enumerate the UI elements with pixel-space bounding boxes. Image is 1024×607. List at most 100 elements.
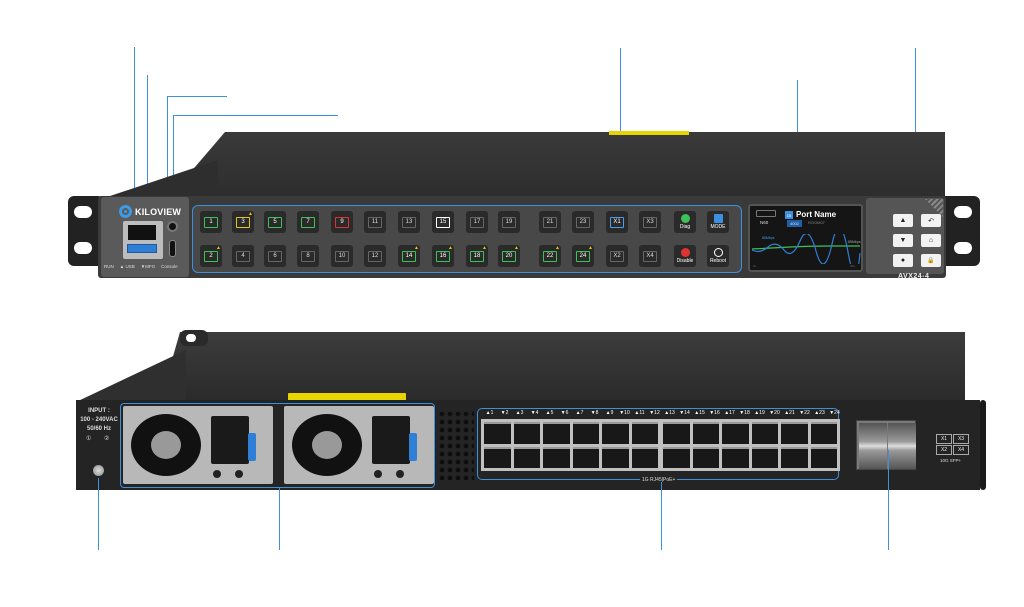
mgmt-rj45-port[interactable]	[128, 225, 156, 240]
port-badge: 15	[785, 211, 793, 219]
port-button-X1[interactable]: X1	[606, 211, 628, 233]
rj45-port[interactable]	[751, 422, 778, 444]
mode-button[interactable]: MODE	[707, 211, 729, 233]
input-voltage: 100 - 240VAC	[80, 417, 118, 423]
rj45-port[interactable]	[722, 446, 749, 468]
ok-button[interactable]: ●	[893, 254, 913, 267]
rj45-labels-left: ▲1▼2▲3▼4▲5▼6▲7▼8▲9▼10▲11▼12	[482, 410, 662, 416]
disable-button[interactable]: Disable	[674, 245, 696, 267]
warning-icon: ▲	[248, 211, 253, 217]
callout-line-controls	[915, 48, 916, 206]
port-label: 3	[236, 216, 250, 228]
rj45-port[interactable]	[692, 446, 719, 468]
psu-latch[interactable]	[409, 433, 417, 461]
rj45-port[interactable]	[602, 422, 629, 444]
rj45-port[interactable]	[692, 422, 719, 444]
up-button[interactable]: ▲	[893, 214, 913, 227]
warning-icon: ▲	[414, 245, 419, 251]
callout-line-rj45	[134, 47, 135, 227]
rj45-port[interactable]	[810, 446, 837, 468]
rj45-port-label: ▼12	[649, 410, 660, 416]
port-label: 21	[543, 216, 557, 228]
port-button-9[interactable]: 9	[331, 211, 353, 233]
diag-button[interactable]: Diag	[674, 211, 696, 233]
port-button-3[interactable]: 3▲	[232, 211, 254, 233]
reboot-label: Reboot	[709, 258, 727, 264]
rj45-port[interactable]	[781, 422, 808, 444]
rj45-port[interactable]	[663, 422, 690, 444]
port-label: 15	[436, 216, 450, 228]
port-button-10[interactable]: 10	[331, 245, 353, 267]
rj45-port-label: ▼4	[530, 410, 539, 416]
port-button-2[interactable]: 2▲	[200, 245, 222, 267]
home-button[interactable]: ⌂	[921, 234, 941, 247]
port-button-16[interactable]: 16▲	[432, 245, 454, 267]
rj45-port[interactable]	[543, 422, 570, 444]
port-button-18[interactable]: 18▲	[466, 245, 488, 267]
port-button-11[interactable]: 11	[364, 211, 386, 233]
sfp-slot[interactable]	[859, 423, 887, 469]
port-button-22[interactable]: 22▲	[539, 245, 561, 267]
port-button-19[interactable]: 19	[498, 211, 520, 233]
port-button-12[interactable]: 12	[364, 245, 386, 267]
lcd-tab-other: ROOM07	[808, 220, 825, 225]
usb-port[interactable]	[127, 244, 157, 253]
psu-2[interactable]	[284, 406, 434, 484]
lcd-max-label: 85Mbps	[848, 240, 861, 244]
rj45-port-label: ▲21	[784, 410, 795, 416]
port-button-X4[interactable]: X4	[639, 245, 661, 267]
port-button-13[interactable]: 13	[398, 211, 420, 233]
lock-button[interactable]: 🔒	[921, 254, 941, 267]
rj45-port[interactable]	[751, 446, 778, 468]
port-button-21[interactable]: 21	[539, 211, 561, 233]
input-frequency: 50/60 Hz	[86, 426, 111, 432]
psu-latch[interactable]	[248, 433, 256, 461]
reboot-button[interactable]: Reboot	[707, 245, 729, 267]
port-button-6[interactable]: 6	[264, 245, 286, 267]
port-button-X3[interactable]: X3	[639, 211, 661, 233]
rj45-port[interactable]	[543, 446, 570, 468]
port-label: 23	[576, 216, 590, 228]
port-button-14[interactable]: 14▲	[398, 245, 420, 267]
back-button[interactable]: ↶	[921, 214, 941, 227]
rj45-port[interactable]	[781, 446, 808, 468]
port-button-X2[interactable]: X2	[606, 245, 628, 267]
port-button-8[interactable]: 8	[297, 245, 319, 267]
ground-screw	[93, 465, 104, 476]
power-socket[interactable]	[211, 416, 249, 464]
rj45-port[interactable]	[810, 422, 837, 444]
console-typec-port[interactable]	[169, 240, 176, 257]
rj45-port[interactable]	[722, 422, 749, 444]
rj45-port-label: ▲23	[814, 410, 825, 416]
psu-1[interactable]	[123, 406, 273, 484]
port-button-15[interactable]: 15	[432, 211, 454, 233]
rj45-port[interactable]	[513, 446, 540, 468]
port-button-7[interactable]: 7	[297, 211, 319, 233]
rj45-port[interactable]	[663, 446, 690, 468]
rj45-port[interactable]	[572, 422, 599, 444]
port-label: X2	[610, 250, 624, 262]
down-button[interactable]: ▼	[893, 234, 913, 247]
rj45-port-label: ▼14	[679, 410, 690, 416]
rj45-port[interactable]	[513, 422, 540, 444]
port-button-20[interactable]: 20▲	[498, 245, 520, 267]
audio-jack[interactable]	[167, 221, 178, 232]
callout-line-console-h	[173, 115, 338, 116]
port-button-17[interactable]: 17	[466, 211, 488, 233]
rj45-port[interactable]	[631, 422, 658, 444]
rj45-port[interactable]	[631, 446, 658, 468]
port-button-23[interactable]: 23	[572, 211, 594, 233]
port-button-5[interactable]: 5	[264, 211, 286, 233]
port-button-1[interactable]: 1	[200, 211, 222, 233]
rj45-port[interactable]	[484, 446, 511, 468]
callout-line-audio-h	[167, 96, 227, 97]
label-usb: ▲ USB	[119, 264, 135, 269]
sfp-slot[interactable]	[888, 423, 916, 469]
rj45-port[interactable]	[572, 446, 599, 468]
rj45-port[interactable]	[602, 446, 629, 468]
port-button-4[interactable]: 4	[232, 245, 254, 267]
screw	[374, 470, 382, 478]
power-socket[interactable]	[372, 416, 410, 464]
port-button-24[interactable]: 24▲	[572, 245, 594, 267]
rj45-port[interactable]	[484, 422, 511, 444]
